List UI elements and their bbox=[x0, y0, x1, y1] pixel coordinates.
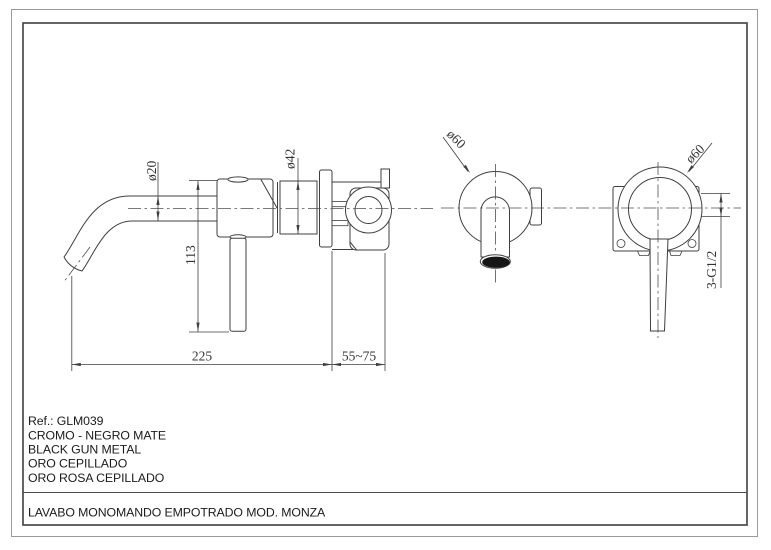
dim-label-spout-reach: 225 bbox=[192, 349, 213, 364]
valve-top-tab bbox=[380, 168, 390, 189]
side-view bbox=[63, 168, 392, 332]
finish-option-4: ORO ROSA CEPILLADO bbox=[28, 471, 164, 485]
inlet-pipe-bottom bbox=[331, 220, 349, 227]
inner-border bbox=[22, 22, 748, 526]
finish-option-3: ORO CEPILLADO bbox=[28, 457, 127, 471]
finish-option-1: CROMO - NEGRO MATE bbox=[28, 429, 166, 443]
handle-lever-side bbox=[229, 237, 247, 332]
dim-spout-reach: 225 bbox=[71, 251, 333, 371]
dim-label-spout-diameter: ø20 bbox=[144, 161, 159, 182]
screw-hole-right bbox=[687, 239, 697, 248]
dim-label-spout-escutcheon: ø60 bbox=[444, 127, 469, 152]
centerlines bbox=[62, 162, 741, 338]
spout-outlet-opening bbox=[482, 256, 510, 268]
dim-label-mixer-escutcheon: ø60 bbox=[683, 141, 708, 166]
dim-mixer-escutcheon: ø60 bbox=[683, 141, 713, 173]
mixer-escutcheon bbox=[617, 166, 703, 252]
valve-port-outer bbox=[345, 186, 392, 234]
dim-spout-escutcheon: ø60 bbox=[442, 127, 470, 173]
body-cone bbox=[260, 179, 278, 209]
frame bbox=[11, 9, 758, 537]
dim-label-wall-depth: 55~75 bbox=[342, 349, 377, 364]
dim-handle-drop: 113 bbox=[183, 180, 229, 333]
finish-option-2: BLACK GUN METAL bbox=[28, 443, 141, 457]
dim-label-thread-spec: 3-G1/2 bbox=[704, 251, 719, 289]
mixer-body bbox=[216, 178, 274, 238]
dim-thread-spec: 3-G1/2 bbox=[701, 193, 730, 289]
body-top-cap bbox=[227, 176, 249, 183]
title-block: Ref.: GLM039 CROMO - NEGRO MATE BLACK GU… bbox=[28, 414, 326, 520]
handle-front-view bbox=[612, 166, 703, 332]
handle-lever-front bbox=[649, 238, 669, 332]
screw-hole-left bbox=[616, 239, 626, 248]
valve-port-inner bbox=[354, 196, 383, 224]
reference-number: Ref.: GLM039 bbox=[28, 414, 104, 428]
dim-label-body-diameter: ø42 bbox=[283, 149, 298, 169]
dim-label-handle-drop: 113 bbox=[183, 245, 198, 265]
dim-body-diameter: ø42 bbox=[283, 149, 300, 234]
housing-chamfer bbox=[349, 241, 357, 251]
spout-front-view bbox=[458, 171, 542, 269]
product-title: LAVABO MONOMANDO EMPOTRADO MOD. MONZA bbox=[28, 506, 326, 520]
dim-wall-depth: 55~75 bbox=[332, 253, 386, 371]
spout-tip-centerline bbox=[62, 246, 91, 284]
spout-outline bbox=[63, 195, 218, 272]
outer-border bbox=[11, 9, 758, 537]
dim-spout-tube-diameter: ø20 bbox=[144, 161, 160, 221]
plate-foot-left bbox=[636, 250, 651, 256]
plate-foot-right bbox=[668, 250, 683, 256]
